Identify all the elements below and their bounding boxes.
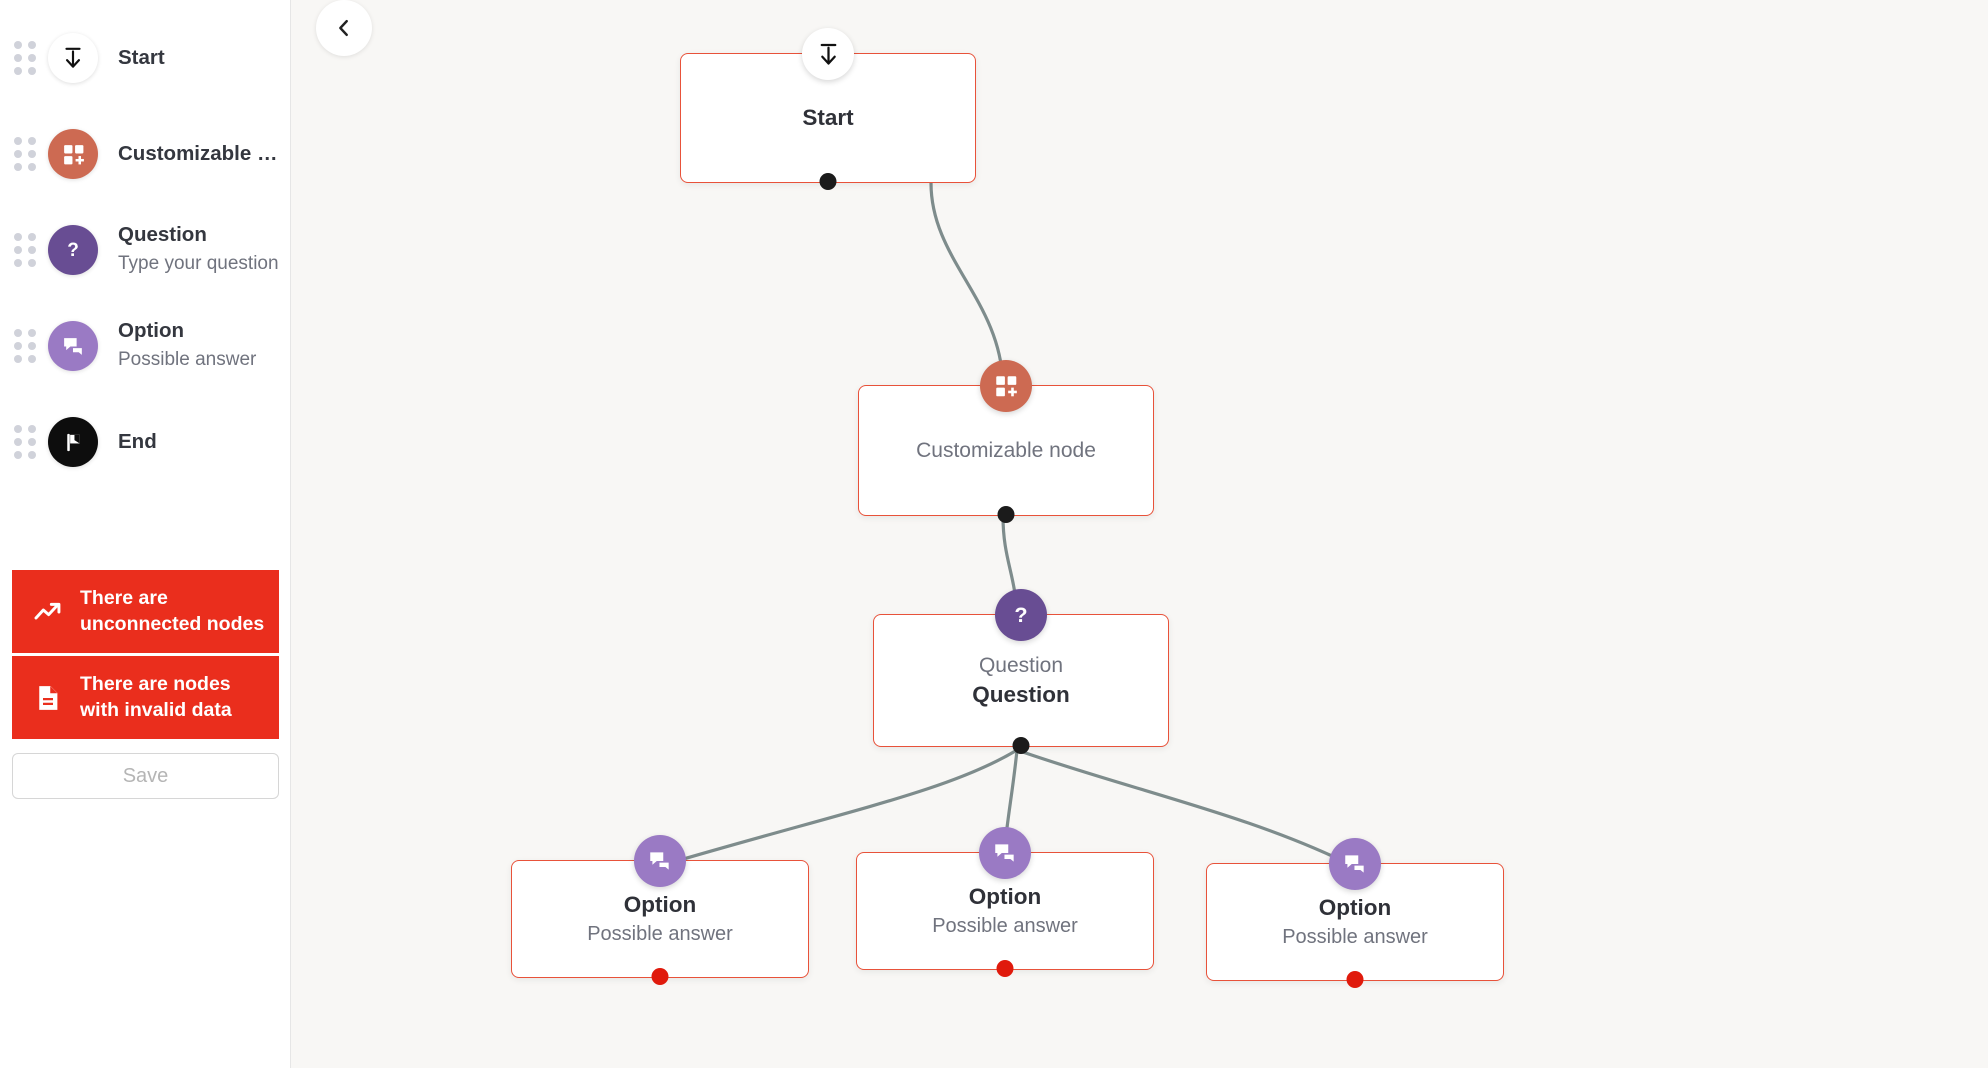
- flow-node-start[interactable]: Start: [680, 28, 976, 190]
- palette-item-question[interactable]: ? Question Type your question: [0, 202, 290, 298]
- edge-question-to-option3: [1016, 748, 1354, 868]
- palette-item-start[interactable]: Start: [0, 10, 290, 106]
- svg-text:?: ?: [67, 240, 79, 261]
- node-output-handle-unconnected[interactable]: [651, 968, 669, 985]
- flow-node-title: Option: [968, 883, 1042, 909]
- validation-warnings: There are unconnected nodes There are no…: [12, 570, 279, 742]
- palette-item-option[interactable]: Option Possible answer: [0, 298, 290, 394]
- start-download-icon: [48, 33, 98, 83]
- node-output-handle[interactable]: [997, 506, 1015, 523]
- chevron-left-icon: [339, 19, 348, 37]
- flow-node-option-1[interactable]: Option Possible answer: [511, 835, 809, 985]
- warning-invalid-data[interactable]: There are nodes with invalid data: [12, 656, 279, 739]
- chat-bubbles-icon: [48, 321, 98, 371]
- flow-node-option-3[interactable]: Option Possible answer: [1206, 838, 1504, 988]
- trend-line-icon: [28, 592, 68, 632]
- save-button[interactable]: Save: [12, 753, 279, 799]
- palette-item-subtitle: Type your question: [118, 253, 279, 275]
- palette-item-title: Question: [118, 223, 207, 247]
- palette-item-title: Option: [118, 319, 185, 343]
- palette-item-customizable[interactable]: Customizable …: [0, 106, 290, 202]
- flow-node-question[interactable]: ? Question Question: [873, 589, 1169, 754]
- question-mark-icon: ?: [995, 589, 1047, 641]
- flow-node-title: Option: [623, 891, 697, 917]
- node-output-handle-unconnected[interactable]: [1346, 971, 1364, 988]
- warning-unconnected-nodes[interactable]: There are unconnected nodes: [12, 570, 279, 653]
- drag-handle-icon[interactable]: [12, 328, 38, 363]
- node-output-handle-unconnected[interactable]: [996, 960, 1014, 977]
- palette-item-end[interactable]: End: [0, 394, 290, 490]
- flow-node-option-2[interactable]: Option Possible answer: [856, 827, 1154, 977]
- palette-item-title: Start: [118, 45, 165, 69]
- flow-node-label: Question: [978, 653, 1064, 677]
- drag-handle-icon[interactable]: [12, 424, 38, 459]
- palette-item-subtitle: Possible answer: [118, 349, 257, 371]
- grid-plus-icon: [48, 129, 98, 179]
- flow-node-subtitle: Possible answer: [587, 923, 733, 946]
- flow-node-subtitle: Possible answer: [932, 915, 1078, 938]
- flow-node-value: Question: [972, 682, 1070, 707]
- back-button[interactable]: [316, 0, 372, 56]
- edge-question-to-option1: [672, 748, 1018, 864]
- chat-bubbles-icon: [979, 827, 1031, 879]
- start-download-icon: [802, 28, 854, 80]
- flow-node-title: Option: [1318, 894, 1392, 920]
- chat-bubbles-icon: [634, 835, 686, 887]
- flag-icon: [48, 417, 98, 467]
- node-output-handle[interactable]: [1012, 737, 1030, 754]
- node-palette-sidebar: Start Customizable …: [0, 0, 291, 1068]
- question-mark-icon: ?: [48, 225, 98, 275]
- drag-handle-icon[interactable]: [12, 136, 38, 171]
- warning-text: There are nodes with invalid data: [80, 673, 232, 721]
- chat-bubbles-icon: [1329, 838, 1381, 890]
- grid-plus-icon: [980, 360, 1032, 412]
- document-icon: [28, 678, 68, 718]
- flow-node-title: Start: [802, 104, 854, 130]
- flow-node-title: Customizable node: [916, 438, 1096, 462]
- warning-text: There are unconnected nodes: [80, 587, 265, 635]
- palette-item-title: Customizable …: [118, 141, 278, 165]
- palette-item-title: End: [118, 429, 157, 453]
- flow-canvas[interactable]: Start Customizable node ?: [291, 0, 1988, 1068]
- flow-node-subtitle: Possible answer: [1282, 926, 1428, 949]
- node-output-handle[interactable]: [819, 173, 837, 190]
- flow-node-customizable[interactable]: Customizable node: [858, 360, 1154, 523]
- edge-start-to-custom: [929, 182, 1005, 386]
- svg-text:?: ?: [1014, 602, 1027, 627]
- drag-handle-icon[interactable]: [12, 40, 38, 75]
- drag-handle-icon[interactable]: [12, 232, 38, 267]
